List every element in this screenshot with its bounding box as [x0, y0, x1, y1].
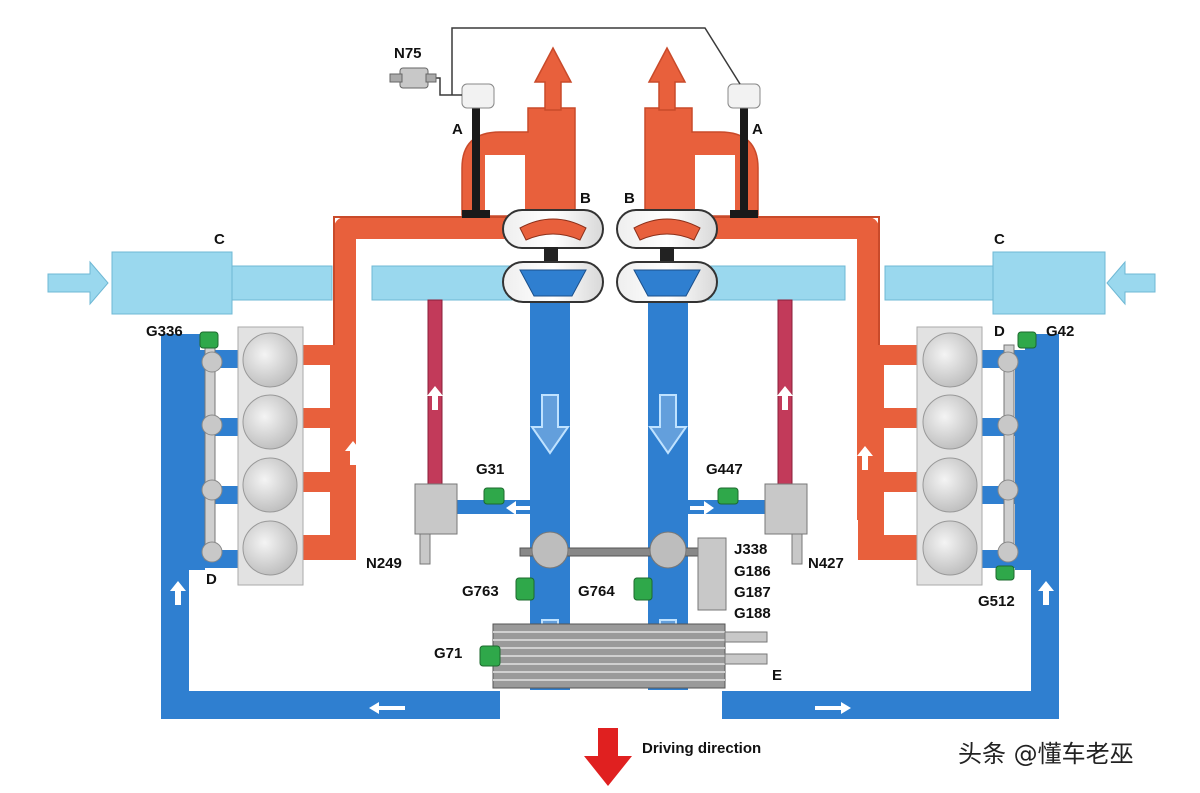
label-g188: G188	[734, 605, 771, 622]
vacuum-line	[400, 27, 741, 96]
label-d-right: D	[994, 323, 1005, 340]
label-g764: G764	[578, 583, 615, 600]
label-c-right: C	[994, 231, 1005, 248]
intercooler	[492, 623, 768, 689]
sensor-g31-icon	[483, 487, 505, 505]
label-g71: G71	[434, 645, 462, 662]
sensor-g42-icon	[1017, 331, 1037, 349]
engine-bank-right	[916, 326, 983, 586]
rail-right	[997, 344, 1019, 563]
exhaust-manifold-left	[300, 345, 356, 560]
sensor-g763-icon	[515, 577, 535, 601]
sensor-g512-icon	[995, 565, 1015, 581]
label-b-right: B	[624, 190, 635, 207]
rail-left	[201, 344, 223, 563]
label-g336: G336	[146, 323, 183, 340]
small-flow-arrows	[170, 386, 1054, 714]
label-g186: G186	[734, 563, 771, 580]
label-a-right: A	[752, 121, 763, 138]
sensor-g764-icon	[633, 577, 653, 601]
label-g447: G447	[706, 461, 743, 478]
wastegate-left	[461, 83, 495, 218]
intake-left	[47, 251, 333, 315]
watermark: 头条 @懂车老巫	[958, 740, 1134, 768]
turbocharger-right	[616, 209, 718, 303]
wastegate-right	[727, 83, 761, 218]
n75-valve-icon	[389, 67, 437, 89]
label-b-left: B	[580, 190, 591, 207]
recirc-valve-right	[764, 483, 808, 565]
recirc-valve-left	[414, 483, 458, 565]
label-g512: G512	[978, 593, 1015, 610]
label-a-left: A	[452, 121, 463, 138]
label-j338: J338	[734, 541, 767, 558]
sensor-g447-icon	[717, 487, 739, 505]
driving-direction-label: Driving direction	[642, 740, 761, 757]
label-n249: N249	[366, 555, 402, 572]
turbo-outlet-right	[644, 46, 759, 216]
driving-direction-arrow-icon	[584, 728, 632, 786]
label-n427: N427	[808, 555, 844, 572]
engine-bank-left	[237, 326, 304, 586]
sensor-g71-icon	[479, 645, 501, 667]
intake-right	[884, 251, 1156, 315]
label-e: E	[772, 667, 782, 684]
turbo-outlet-left	[461, 46, 576, 216]
exhaust-manifold-right	[858, 345, 920, 560]
label-g42: G42	[1046, 323, 1074, 340]
label-g763: G763	[462, 583, 499, 600]
label-d-left: D	[206, 571, 217, 588]
label-c-left: C	[214, 231, 225, 248]
exhaust-pipes-outline	[333, 216, 880, 520]
labels: N75 A A B B C C G336 D G42 G31 G447 J338…	[146, 45, 1134, 768]
throttle-body	[519, 531, 727, 611]
label-n75: N75	[394, 45, 422, 62]
label-g31: G31	[476, 461, 504, 478]
turbocharger-left	[502, 209, 604, 303]
sensor-icons	[199, 331, 1037, 667]
sensor-g336-icon	[199, 331, 219, 349]
label-g187: G187	[734, 584, 771, 601]
intake-middle	[371, 265, 846, 301]
